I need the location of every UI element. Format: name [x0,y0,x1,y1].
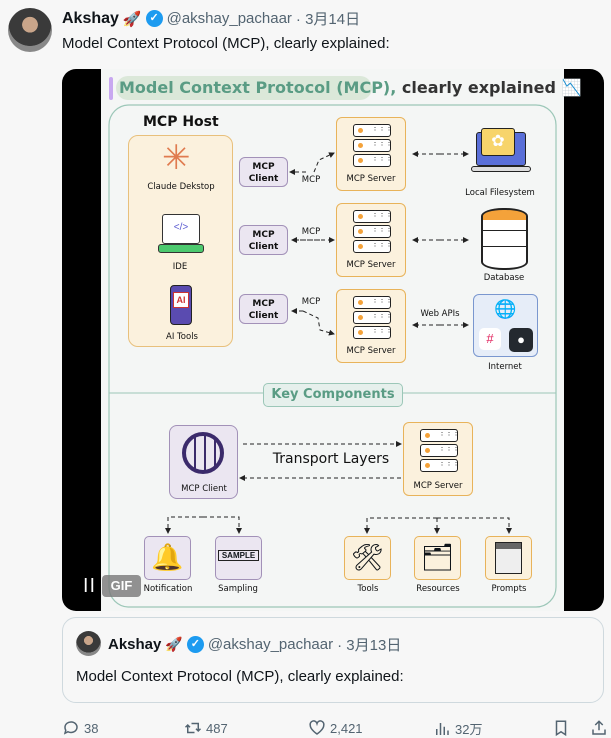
sampling-box: SAMPLE [215,536,262,580]
database-icon [481,208,528,270]
kc-mcp-server-box: MCP Server [403,422,473,496]
quote-avatar [76,631,101,656]
author-name[interactable]: Akshay [62,9,119,27]
local-filesystem-icon: ✿ [471,128,531,174]
bookmark-button[interactable] [552,719,570,737]
bookmark-icon [555,720,567,737]
feature-label: Resources [416,584,460,594]
quote-handle: @akshay_pachaar [207,636,334,653]
feature-label: Tools [357,584,379,594]
resource-label: Database [483,273,525,283]
internet-box: 🌐 # ● [473,294,538,357]
github-icon: ● [509,328,533,352]
mcp-protocol-label: MCP [301,227,321,237]
mcp-protocol-label: MCP [301,297,321,307]
avatar[interactable] [8,8,52,52]
verified-icon: ✓ [186,636,204,653]
tools-box: 🛠 [344,536,391,580]
transport-layers-label: Transport Layers [272,451,390,467]
claude-icon: ✳ [162,139,191,177]
quote-date: · 3月13日 [337,637,402,654]
gif-badge: GIF [102,575,141,597]
reply-button[interactable]: 38 [62,719,98,737]
heart-icon [309,720,325,735]
prompt-doc-icon [495,542,522,574]
sample-stamp-icon: SAMPLE [218,550,259,561]
author-handle[interactable]: @akshay_pachaar [166,10,292,27]
title-rest: clearly explained [401,78,556,97]
mcp-protocol-label: MCP [301,175,321,185]
quote-header: Akshay 🚀 ✓ @akshay_pachaar · 3月13日 [108,634,401,655]
resource-label: Local Filesystem [465,188,535,198]
diagram-title: Model Context Protocol (MCP), clearly ex… [119,78,581,97]
folders-icon: 🗂 [420,542,454,572]
ai-tools-icon: AI [170,285,192,325]
feature-label: Notification [143,584,193,594]
repost-button[interactable]: 487 [184,719,228,737]
verified-icon: ✓ [145,10,163,27]
repost-icon [184,722,202,734]
reply-icon [63,721,78,735]
mcp-host-title: MCP Host [143,114,219,130]
host-app-label: Claude Dekstop [147,182,215,192]
rocket-emoji: 🚀 [122,10,142,28]
tools-icon: 🛠 [350,542,384,572]
globe-icon: 🌐 [494,299,517,319]
quote-author-name: Akshay [108,636,162,653]
views-icon [436,722,449,735]
feature-label: Sampling [218,584,258,594]
pause-icon[interactable] [84,578,94,592]
bell-icon: 🔔 [151,542,184,572]
tweet-date[interactable]: · 3月14日 [295,11,361,28]
resources-box: 🗂 [414,536,461,580]
host-app-label: AI Tools [166,332,198,342]
share-button[interactable] [590,719,608,737]
feature-label: Prompts [491,584,527,594]
prompts-box [485,536,532,580]
notification-box: 🔔 [144,536,191,580]
globe-cursor-icon [182,432,224,474]
views-button[interactable]: 32万 [433,719,482,738]
share-icon [592,720,606,735]
slack-icon: # [479,328,501,350]
kc-mcp-client-box: MCP Client [169,425,238,499]
host-app-label: IDE [172,262,188,272]
mcp-server-box: MCP Server [336,289,406,363]
ide-icon: </> [158,214,204,254]
resource-label: Internet [488,362,522,372]
tweet-text: Model Context Protocol (MCP), clearly ex… [62,35,390,52]
mcp-server-box: MCP Server [336,117,406,191]
web-apis-label: Web APIs [420,309,460,319]
title-highlight: Model Context Protocol (MCP), [119,78,397,97]
quote-text: Model Context Protocol (MCP), clearly ex… [76,668,404,685]
tweet-header: Akshay 🚀 ✓ @akshay_pachaar · 3月14日 [62,8,360,29]
chart-icon: 📉 [561,78,582,97]
key-components-pill: Key Components [263,383,403,407]
like-button[interactable]: 2,421 [308,719,363,737]
mcp-server-box: MCP Server [336,203,406,277]
quoted-tweet[interactable] [62,617,604,703]
rocket-emoji: 🚀 [165,636,183,652]
